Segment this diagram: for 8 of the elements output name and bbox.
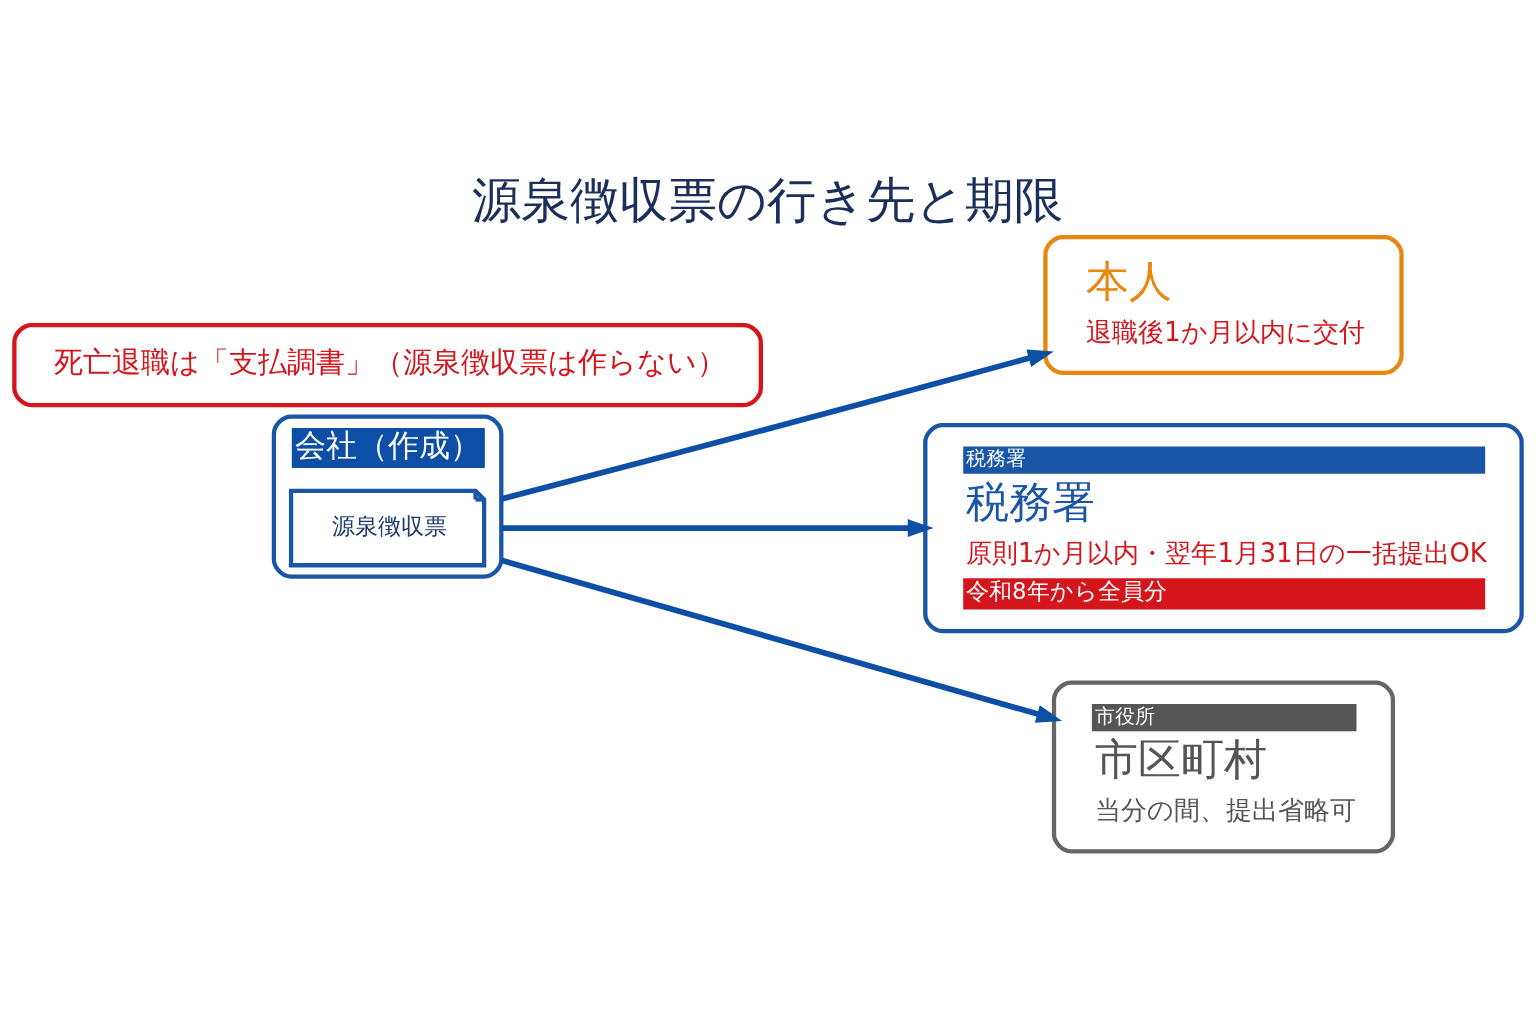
diagram-title: 源泉徴収票の行き先と期限 <box>472 172 1064 229</box>
arrow <box>500 349 1054 502</box>
arrow <box>500 557 1063 723</box>
node-box: 本人 退職後1か月以内に交付 <box>1043 234 1404 376</box>
node-box: 市役所 市区町村 当分の間、提出省略可 <box>1051 680 1396 854</box>
node-box: 死亡退職は「支払調書」（源泉徴収票は作らない） <box>12 322 763 408</box>
node-box: 税務署 税務署 原則1か月以内・翌年1月31日の一括提出OK 令和8年から全員分 <box>923 422 1524 634</box>
arrow <box>501 519 934 538</box>
